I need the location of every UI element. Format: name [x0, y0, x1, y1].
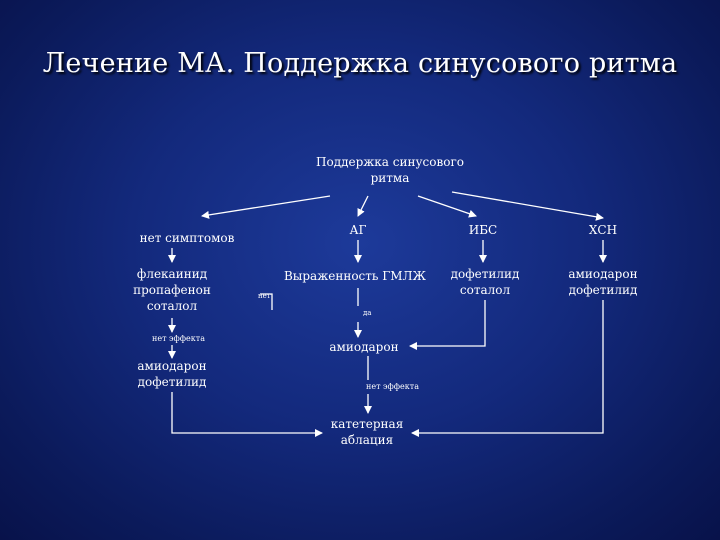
- slide-title: Лечение МА. Поддержка синусового ритма: [42, 48, 678, 79]
- node-hsn: ХСН: [588, 223, 618, 237]
- node-ablation: катетерная аблация: [330, 417, 404, 447]
- node-no-effect-left: нет эффекта: [152, 334, 205, 343]
- node-no-effect-center: нет эффекта: [366, 382, 419, 391]
- arrow-left-to-ablation: [171, 392, 323, 437]
- arrow-root-to-ibs: [417, 195, 477, 218]
- node-drugs-no-symptoms: флекаинид пропафенон соталол: [133, 267, 211, 313]
- arrow-root-to-hsn: [451, 191, 604, 221]
- arrow-ibs-drugs-to-amiodarone: [409, 300, 486, 350]
- node-no-symptoms: нет симптомов: [139, 231, 235, 245]
- node-ag: АГ: [349, 223, 367, 237]
- node-lvh-question: Выраженность ГМЛЖ: [283, 269, 426, 283]
- arrow-root-to-ag: [357, 195, 369, 217]
- node-answer-yes: да: [363, 309, 372, 317]
- node-root: Поддержка синусового ритма: [316, 155, 464, 185]
- node-amiodarone: амиодарон: [329, 340, 399, 354]
- line-lvh-no: [260, 293, 273, 310]
- node-answer-no: нет: [258, 292, 271, 300]
- node-ibs: ИБС: [468, 223, 498, 237]
- node-drugs-ibs: дофетилид соталол: [450, 267, 520, 297]
- node-drugs-hsn: амиодарон дофетилид: [568, 267, 638, 297]
- arrow-root-to-no-symptoms: [201, 195, 331, 219]
- arrow-hsn-to-ablation: [411, 300, 604, 437]
- node-drugs-left-second: амиодарон дофетилид: [137, 359, 207, 389]
